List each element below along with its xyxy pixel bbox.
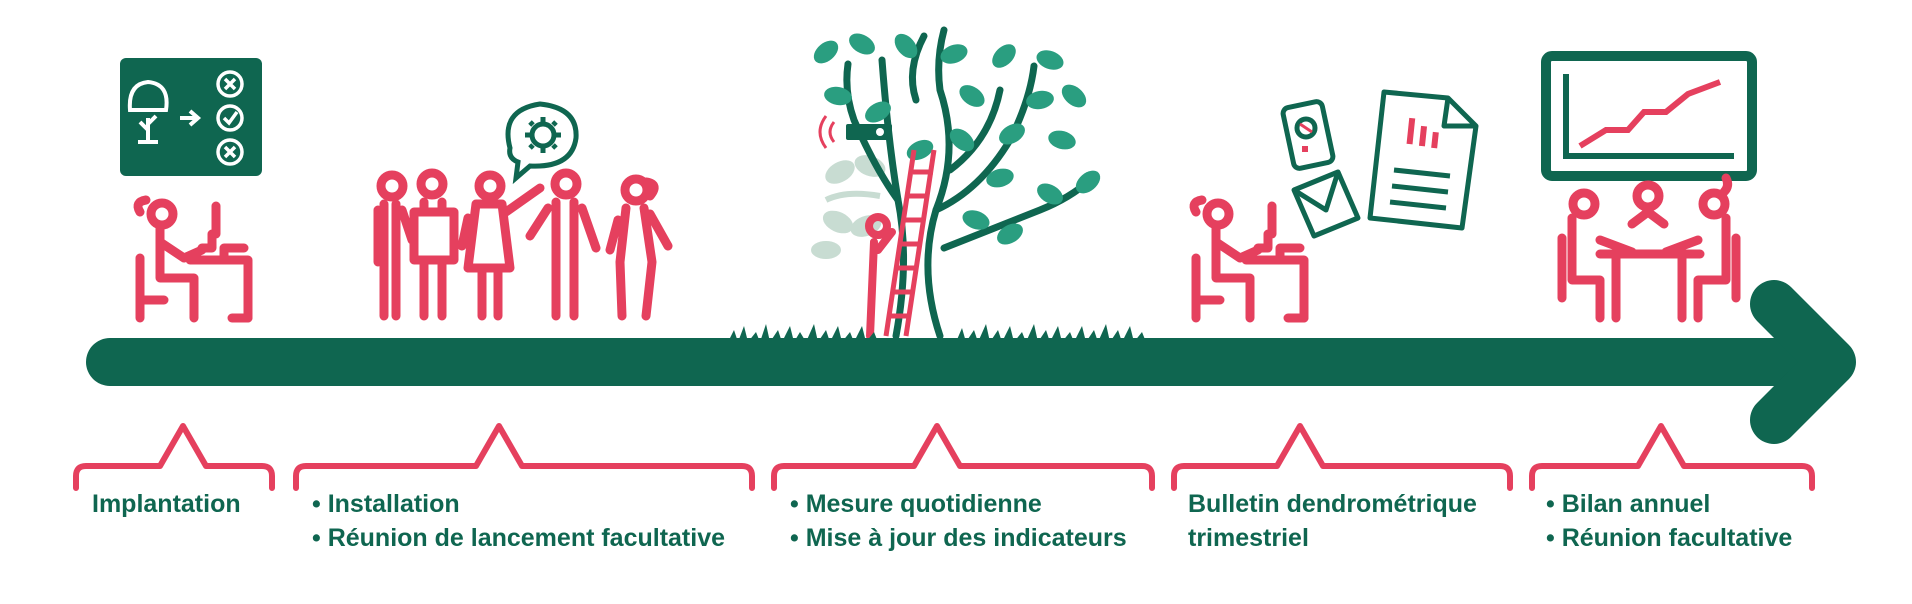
callout-bracket-implantation	[73, 423, 275, 491]
stage-label-line: Implantation	[92, 490, 241, 518]
stage-label-line: • Mesure quotidienne	[790, 490, 1042, 518]
callout-bracket-mesure	[771, 423, 1155, 491]
callout-bracket-installation	[293, 423, 755, 491]
stage-label-mesure: • Mesure quotidienne • Mise à jour des i…	[790, 487, 1127, 555]
stage-label-line: trimestriel	[1188, 524, 1309, 552]
stage-label-line: • Réunion facultative	[1546, 524, 1793, 552]
stage-label-line: Bulletin dendrométrique	[1188, 490, 1477, 518]
grass	[728, 324, 1146, 342]
tree-selection-board-icon	[120, 58, 262, 176]
desk-worker-icon	[1194, 200, 1304, 318]
sensor-box	[846, 124, 892, 140]
signal-icon	[818, 115, 836, 149]
report-documents-icon	[1194, 89, 1479, 318]
stage-implantation-illustration	[120, 58, 262, 318]
callout-bracket-bulletin	[1171, 423, 1513, 491]
stage-label-bilan: • Bilan annuel • Réunion facultative	[1546, 487, 1792, 555]
tree-leaves	[813, 33, 1101, 245]
timeline-arrow	[86, 280, 1856, 444]
ladder-icon	[883, 149, 937, 337]
stage-label-bulletin: Bulletin dendrométrique trimestriel	[1188, 487, 1477, 555]
tree-dendrometer-icon	[728, 26, 1146, 342]
callout-bracket-bilan	[1529, 423, 1815, 491]
stage-label-line: • Mise à jour des indicateurs	[790, 524, 1127, 552]
team-meeting-icon	[373, 101, 673, 321]
stage-label-line: • Bilan annuel	[1546, 490, 1711, 518]
stage-label-line: • Installation	[312, 490, 460, 518]
stage-label-line: • Réunion de lancement facultative	[312, 524, 726, 552]
annual-review-chart-icon	[1541, 51, 1757, 323]
desk-worker-icon	[138, 200, 248, 318]
stage-label-installation: • Installation • Réunion de lancement fa…	[312, 487, 725, 555]
stage-label-implantation: Implantation	[92, 487, 241, 521]
